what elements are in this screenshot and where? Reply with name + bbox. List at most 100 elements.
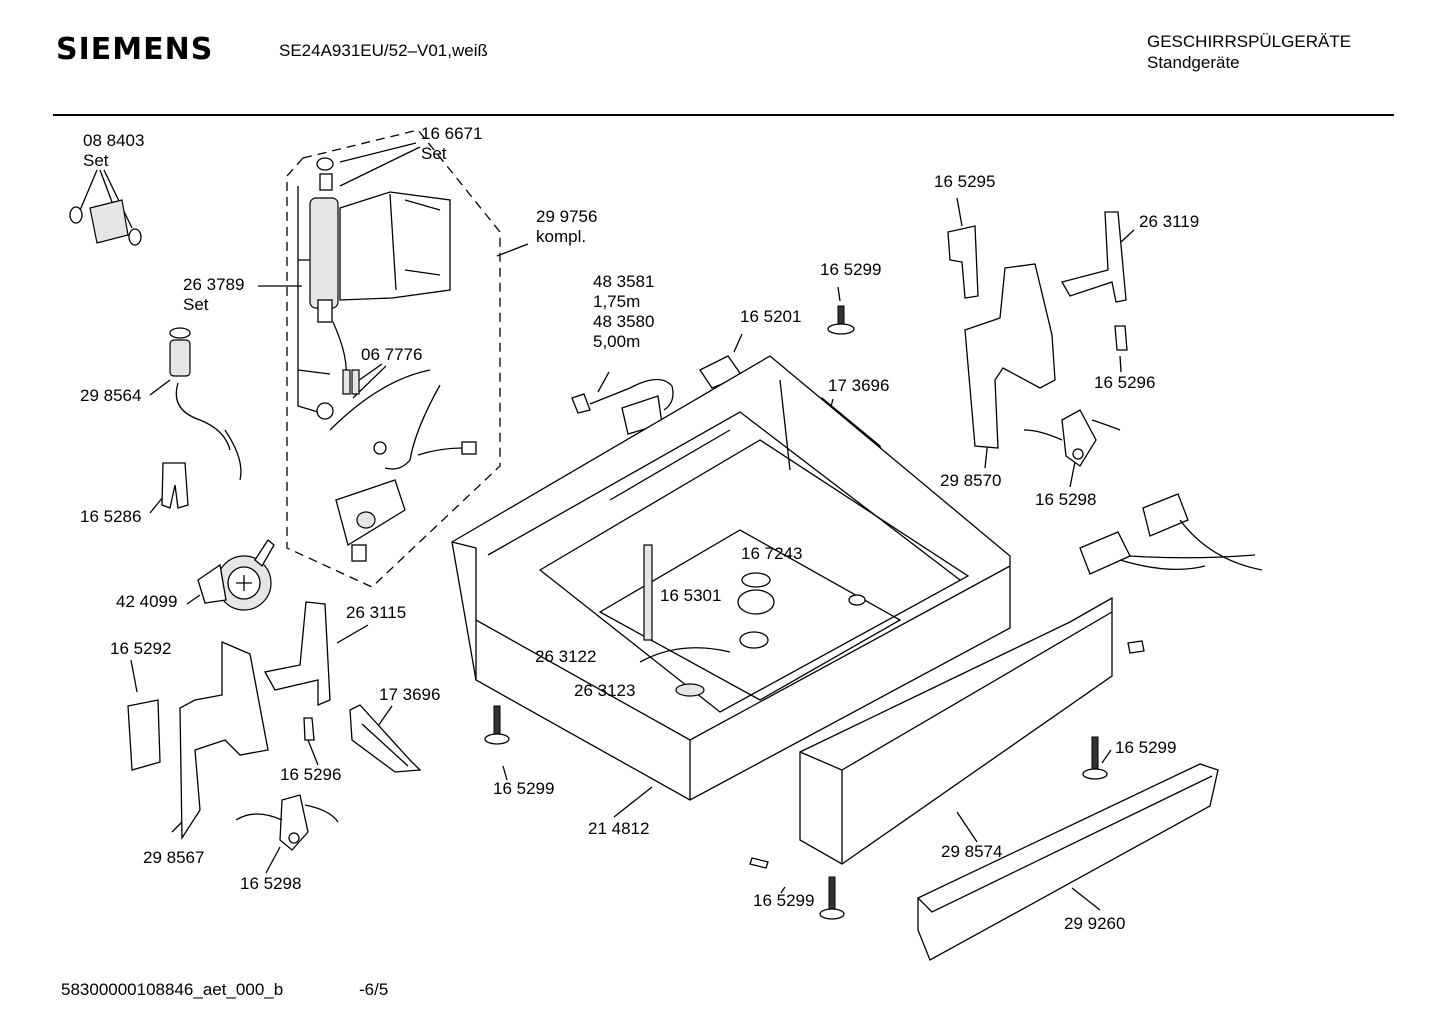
part-number: 29 8570 xyxy=(940,471,1002,490)
housing-part xyxy=(335,479,406,562)
coiled-hose-part xyxy=(329,369,477,470)
part-label-173696-right: 17 3696 xyxy=(828,376,889,396)
part-label-263123: 26 3123 xyxy=(574,681,635,701)
part-number: 16 5298 xyxy=(240,874,302,893)
level-sensor-part xyxy=(235,794,339,851)
part-number: 16 5292 xyxy=(110,639,172,658)
part-number: 48 3580 xyxy=(593,312,655,331)
part-number: 42 4099 xyxy=(116,592,178,611)
part-number: 17 3696 xyxy=(828,376,890,395)
page-number: -6/5 xyxy=(359,980,389,999)
brand-logo: SIEMENS xyxy=(56,32,214,67)
part-number: 26 3122 xyxy=(535,647,597,666)
frame-part xyxy=(179,641,269,841)
screw-part-a xyxy=(827,305,855,335)
part-number: 16 5298 xyxy=(1035,490,1097,509)
part-label-263119: 26 3119 xyxy=(1139,212,1199,232)
part-number: 48 3581 xyxy=(593,272,655,291)
part-number: 16 5201 xyxy=(740,307,802,326)
part-note: kompl. xyxy=(536,227,587,246)
small-clip-part xyxy=(303,717,315,741)
part-number: 16 5299 xyxy=(1115,738,1177,757)
part-label-165299-bottom: 16 5299 xyxy=(753,891,814,911)
part-label-263115: 26 3115 xyxy=(346,603,406,623)
part-number: 16 5295 xyxy=(934,172,996,191)
part-label-165286: 16 5286 xyxy=(80,507,141,527)
part-number: 16 5299 xyxy=(493,779,555,798)
plinth-part xyxy=(917,763,1219,961)
part-label-165299-top: 16 5299 xyxy=(820,260,881,280)
part-label-263122: 26 3122 xyxy=(535,647,596,667)
model-number: SE24A931EU/52–V01,weiß xyxy=(279,41,488,60)
part-label-165301: 16 5301 xyxy=(660,586,721,606)
header-divider xyxy=(53,114,1394,116)
level-sensor-part-right xyxy=(1023,409,1121,467)
assembly-outline xyxy=(286,129,501,588)
part-number: 29 8574 xyxy=(941,842,1003,861)
part-label-298567: 29 8567 xyxy=(143,848,204,868)
part-label-165296-left: 16 5296 xyxy=(280,765,341,785)
category-subtitle: Standgeräte xyxy=(1147,53,1240,72)
part-number: 26 3115 xyxy=(346,603,407,622)
part-number: 16 5299 xyxy=(820,260,882,279)
part-label-088403: 08 8403 Set xyxy=(83,131,144,171)
part-label-165299-right: 16 5299 xyxy=(1115,738,1176,758)
part-number: 16 5301 xyxy=(660,586,722,605)
part-note: Set xyxy=(83,151,109,170)
part-number: 26 3123 xyxy=(574,681,636,700)
part-label-165299-left: 16 5299 xyxy=(493,779,554,799)
hose-set-part xyxy=(69,199,142,246)
part-label-298574: 29 8574 xyxy=(941,842,1002,862)
clip-part xyxy=(161,462,189,509)
part-number: 29 8564 xyxy=(80,386,142,405)
part-label-165296-right: 16 5296 xyxy=(1094,373,1155,393)
part-number: 08 8403 xyxy=(83,131,145,150)
drain-hose-part xyxy=(169,327,242,481)
part-label-299260: 29 9260 xyxy=(1064,914,1125,934)
kick-plate-part xyxy=(799,596,1113,865)
part-label-165298-right: 16 5298 xyxy=(1035,490,1096,510)
part-note: Set xyxy=(421,144,447,163)
part-number: 17 3696 xyxy=(379,685,441,704)
document-id: 58300000108846_aet_000_b xyxy=(61,980,284,999)
part-number: 16 5296 xyxy=(280,765,342,784)
part-number: 26 3789 xyxy=(183,275,245,294)
screw-part-c xyxy=(1082,736,1108,780)
cover-part xyxy=(127,699,161,771)
part-label-165201: 16 5201 xyxy=(740,307,801,327)
screw-part-d xyxy=(749,640,1145,920)
part-label-483581: 48 3581 1,75m 48 3580 5,00m xyxy=(593,272,654,352)
part-number: 16 5286 xyxy=(80,507,142,526)
part-number: 16 5299 xyxy=(753,891,815,910)
part-label-165295: 16 5295 xyxy=(934,172,995,192)
part-number: 29 9756 xyxy=(536,207,598,226)
part-label-263789: 26 3789 Set xyxy=(183,275,244,315)
part-label-165292: 16 5292 xyxy=(110,639,171,659)
part-label-165298-left: 16 5298 xyxy=(240,874,301,894)
part-number: 16 6671 xyxy=(421,124,483,143)
part-note: 5,00m xyxy=(593,332,641,351)
part-number: 29 8567 xyxy=(143,848,205,867)
right-bracket-cluster xyxy=(947,211,1128,449)
category-block: GESCHIRRSPÜLGERÄTE Standgeräte xyxy=(1147,31,1351,73)
wiring-harness-part xyxy=(1079,493,1263,575)
part-label-067776: 06 7776 xyxy=(361,345,422,365)
part-note: Set xyxy=(183,295,209,314)
screw-part-b xyxy=(484,705,510,745)
inlet-valve-part xyxy=(297,157,451,420)
category-title: GESCHIRRSPÜLGERÄTE xyxy=(1147,32,1352,51)
part-label-298570: 29 8570 xyxy=(940,471,1001,491)
part-label-173696-left: 17 3696 xyxy=(379,685,440,705)
part-number: 16 5296 xyxy=(1094,373,1156,392)
left-bracket-part xyxy=(263,601,331,706)
part-note: 1,75m xyxy=(593,292,641,311)
part-label-298564: 29 8564 xyxy=(80,386,141,406)
part-number: 26 3119 xyxy=(1139,212,1200,231)
part-label-167243: 16 7243 xyxy=(741,544,802,564)
part-number: 29 9260 xyxy=(1064,914,1126,933)
pump-part xyxy=(197,539,275,611)
part-number: 21 4812 xyxy=(588,819,650,838)
part-number: 06 7776 xyxy=(361,345,423,364)
part-label-299756: 29 9756 kompl. xyxy=(536,207,597,247)
